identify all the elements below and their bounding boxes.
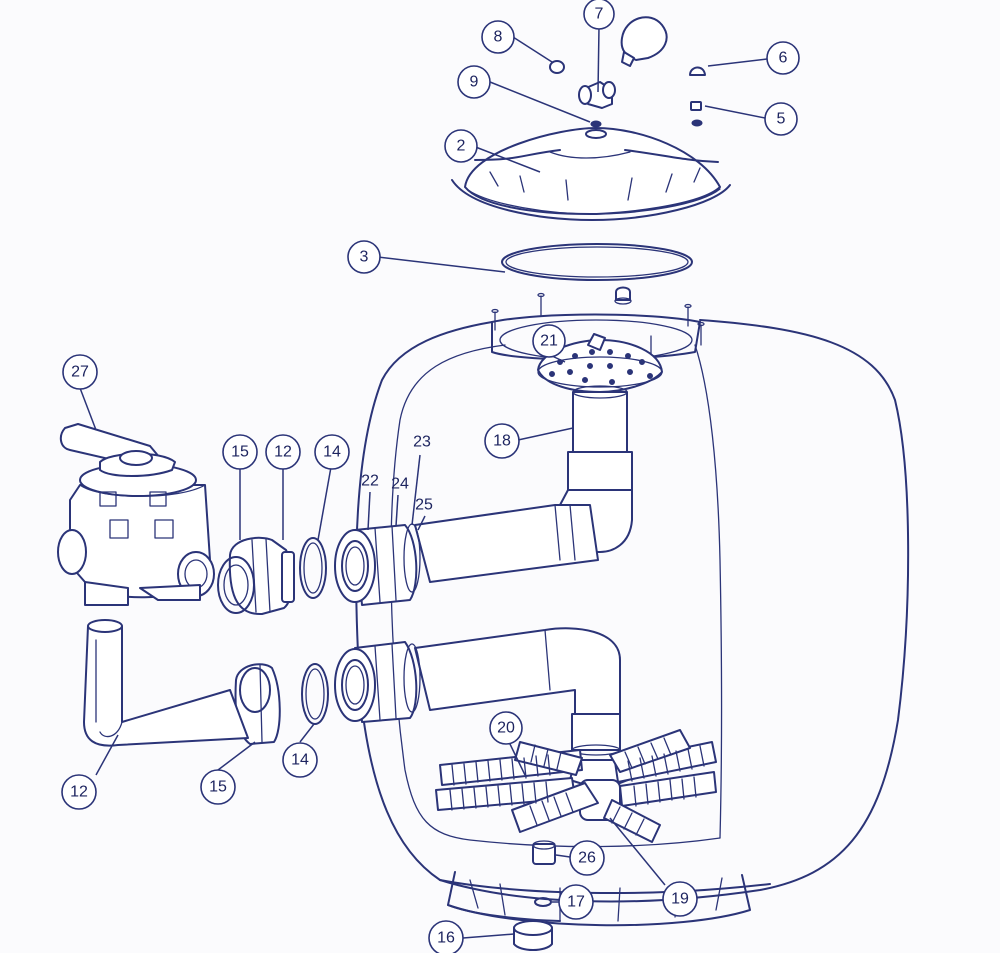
svg-text:2: 2 — [457, 138, 466, 155]
svg-text:6: 6 — [779, 50, 788, 67]
top-diffuser — [537, 333, 663, 393]
svg-text:14: 14 — [323, 444, 341, 461]
callout-26: 26 — [569, 840, 605, 876]
callout-14-lower: 14 — [282, 742, 318, 778]
lower-union — [334, 641, 421, 723]
svg-text:8: 8 — [494, 29, 503, 46]
leader-lines — [79, 26, 768, 939]
callout-20: 20 — [489, 711, 523, 745]
o-ring-lower — [301, 663, 329, 725]
callout-12-lower: 12 — [61, 774, 97, 810]
svg-text:16: 16 — [437, 930, 455, 947]
svg-text:3: 3 — [360, 249, 369, 266]
svg-text:15: 15 — [209, 779, 227, 796]
callout-15-lower: 15 — [200, 769, 236, 805]
label-22: 22 — [361, 473, 379, 490]
lid-o-ring — [501, 243, 693, 281]
filter-lid — [451, 127, 731, 221]
callout-19: 19 — [662, 881, 698, 917]
callout-21: 21 — [532, 324, 566, 358]
svg-text:9: 9 — [470, 74, 479, 91]
svg-text:18: 18 — [493, 433, 511, 450]
callout-12-upper: 12 — [265, 434, 301, 470]
flange-studs — [491, 292, 705, 357]
label-23: 23 — [413, 434, 431, 451]
callout-6: 6 — [766, 41, 800, 75]
lower-pipe-assembly — [414, 627, 629, 821]
svg-text:27: 27 — [71, 364, 89, 381]
callout-14-upper: 14 — [314, 434, 350, 470]
svg-text:7: 7 — [595, 6, 604, 23]
svg-text:15: 15 — [231, 444, 249, 461]
svg-text:20: 20 — [497, 720, 515, 737]
upper-pipe-assembly — [414, 385, 633, 583]
callout-9: 9 — [457, 65, 491, 99]
upper-union — [334, 523, 421, 606]
callout-8: 8 — [481, 20, 515, 54]
callout-18: 18 — [484, 423, 520, 459]
callout-27: 27 — [62, 354, 98, 390]
callout-2: 2 — [444, 129, 478, 163]
callouts: 2 3 5 6 7 8 9 12 12 14 14 15 15 16 17 — [61, 0, 800, 953]
label-25: 25 — [415, 497, 433, 514]
svg-text:12: 12 — [70, 784, 88, 801]
svg-text:5: 5 — [777, 111, 786, 128]
elbow-tail-pipe — [83, 619, 249, 747]
svg-text:12: 12 — [274, 444, 292, 461]
callout-5: 5 — [764, 102, 798, 136]
callout-17: 17 — [558, 884, 594, 920]
svg-text:26: 26 — [578, 850, 596, 867]
svg-text:17: 17 — [567, 894, 585, 911]
svg-text:19: 19 — [671, 891, 689, 908]
svg-text:14: 14 — [291, 752, 309, 769]
multiport-valve — [57, 423, 215, 606]
svg-text:21: 21 — [540, 333, 558, 350]
o-ring-upper — [299, 537, 327, 599]
callout-15-upper: 15 — [222, 434, 258, 470]
callout-7: 7 — [583, 0, 615, 30]
union-nut-upper — [217, 536, 295, 616]
lateral-laterals — [435, 729, 717, 843]
callout-16: 16 — [428, 920, 464, 953]
callout-3: 3 — [347, 240, 381, 274]
label-24: 24 — [391, 476, 409, 493]
pressure-gauge-assembly — [549, 16, 706, 128]
